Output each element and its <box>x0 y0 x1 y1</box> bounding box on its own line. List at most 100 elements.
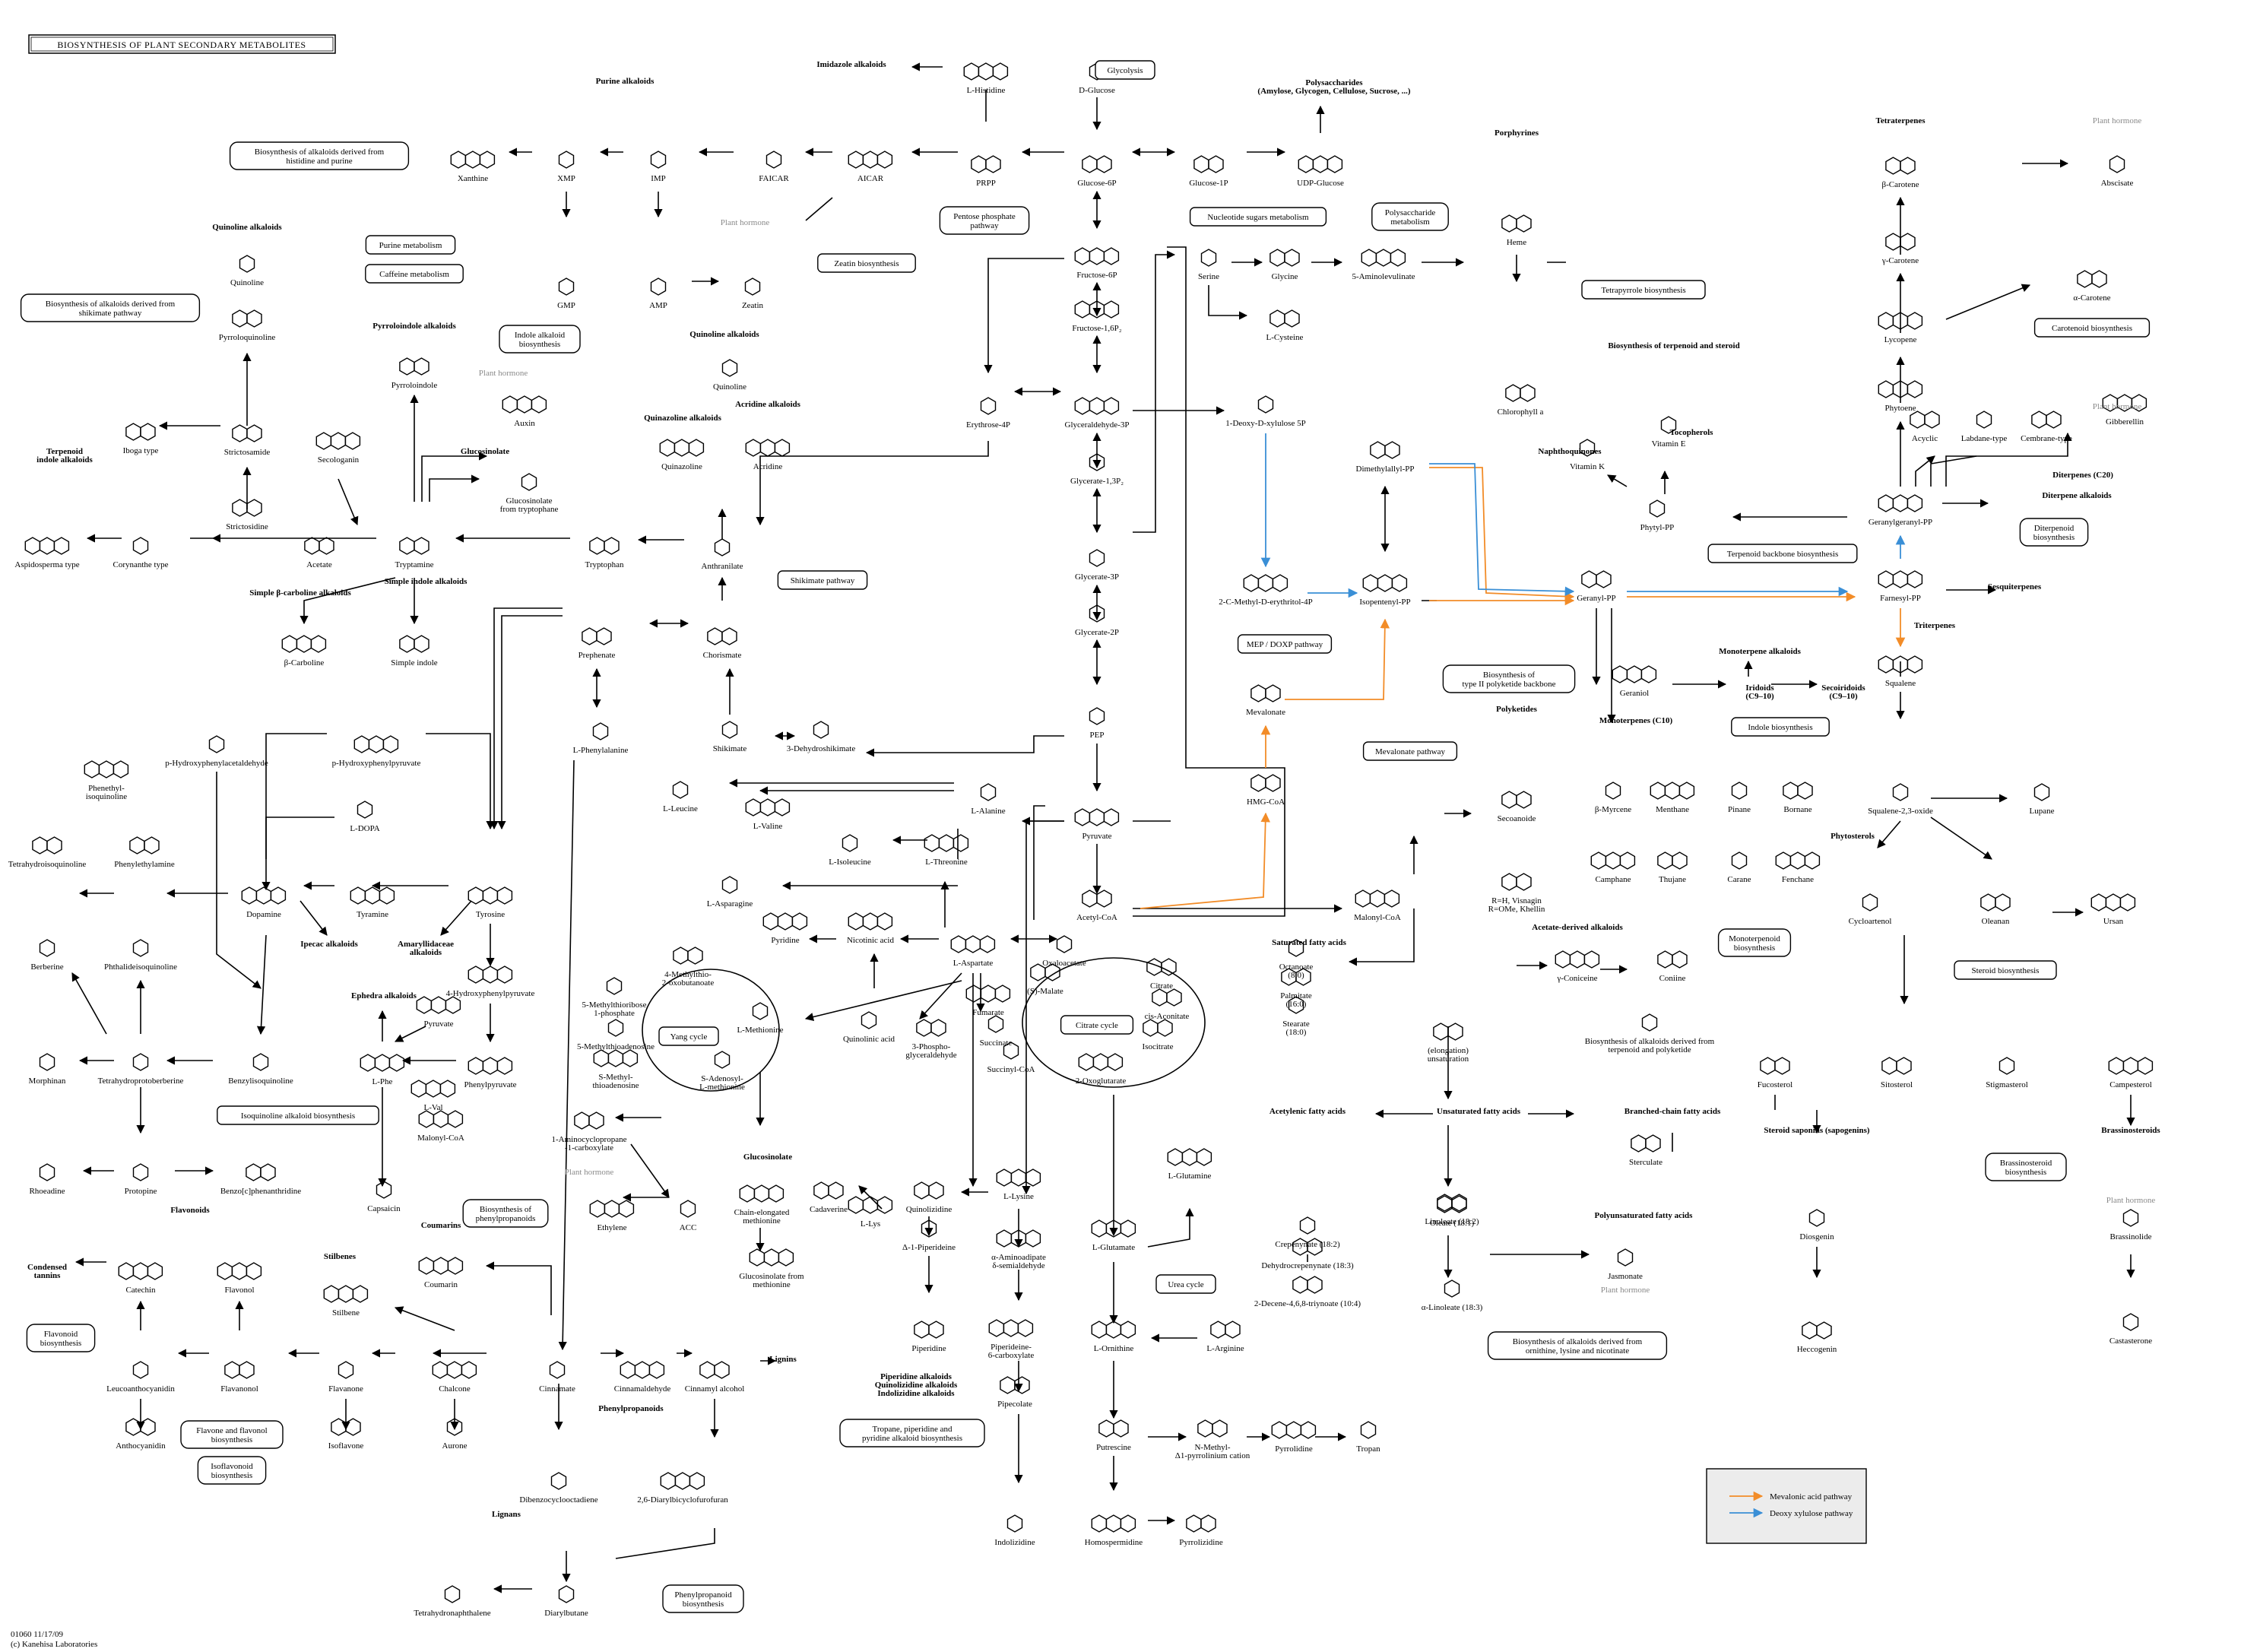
compound-1-deoxy-d-xylulose-5p: 1-Deoxy-D-xylulose 5P <box>1225 419 1305 428</box>
ring-sketch <box>842 834 858 852</box>
compound-fenchane: Fenchane <box>1782 875 1814 884</box>
ring-sketch <box>331 1418 347 1436</box>
pathway-link-shikimate-pathway[interactable]: Shikimate pathway <box>777 570 868 590</box>
ring-sketch <box>1161 958 1177 976</box>
ring-sketch <box>418 1110 435 1128</box>
compound-oxaloacetate: Oxaloacetate <box>1042 959 1086 968</box>
compound-geraniol: Geraniol <box>1620 689 1649 698</box>
ring-sketch <box>2109 155 2125 173</box>
category-flavonoids: Flavonoids <box>170 1206 210 1215</box>
pathway-link-isoquinoline-alkaloid-biosynthesis[interactable]: Isoquinoline alkaloid biosynthesis <box>217 1105 379 1125</box>
pathway-link-mep-doxp-pathway[interactable]: MEP / DOXP pathway <box>1237 634 1333 654</box>
pathway-link-terpenoid-backbone-biosynthesis[interactable]: Terpenoid backbone biosynthesis <box>1707 544 1858 563</box>
category-polyunsaturated-fatty-acids: Polyunsaturated fatty acids <box>1595 1211 1694 1220</box>
compound-octanoate-8-0: Octanoate(8:0) <box>1279 962 1314 980</box>
ring-sketch <box>549 1361 566 1379</box>
ring-sketch <box>1505 384 1521 402</box>
ring-sketch <box>1980 893 1996 912</box>
compound-myrcene: β-Myrcene <box>1595 805 1631 814</box>
ring-sketch <box>707 627 723 645</box>
ring-sketch <box>672 781 689 799</box>
compound-l-dopa: L-DOPA <box>350 824 379 833</box>
compound-2-c-methyl-d-erythritol-4p: 2-C-Methyl-D-erythritol-4P <box>1219 598 1312 607</box>
compound-homospermidine: Homospermidine <box>1085 1538 1143 1547</box>
compound-phytoene: Phytoene <box>1885 404 1916 413</box>
pathway-link-mevalonate-pathway[interactable]: Mevalonate pathway <box>1362 741 1458 761</box>
ring-sketch <box>659 439 676 457</box>
pathway-link-steroid-biosynthesis[interactable]: Steroid biosynthesis <box>1954 960 2057 980</box>
compound-d-glucose: D-Glucose <box>1079 86 1115 95</box>
category-lignins: Lignins <box>769 1355 797 1364</box>
pathway-link-zeatin-biosynthesis[interactable]: Zeatin biosynthesis <box>817 253 916 273</box>
compound-s-methyl-thioadenosine: S-Methyl-thioadenosine <box>592 1073 639 1090</box>
pathway-link-glycolysis[interactable]: Glycolysis <box>1095 60 1155 80</box>
compound-flavanonol: Flavanonol <box>220 1384 258 1394</box>
compound-2-6-diarylbicyclofurofuran: 2,6-Diarylbicyclofurofuran <box>637 1495 728 1505</box>
ring-sketch <box>461 1361 477 1379</box>
compound-dibenzocyclooctadiene: Dibenzocyclooctadiene <box>519 1495 597 1505</box>
compound-geranylgeranyl-pp: Geranylgeranyl-PP <box>1869 518 1932 527</box>
ring-sketch <box>232 309 248 328</box>
ring-sketch <box>1103 397 1120 415</box>
pathway-link-label: Shikimate pathway <box>791 576 855 585</box>
ring-sketch <box>721 876 738 894</box>
compound-5-aminolevulinate: 5-Aminolevulinate <box>1352 272 1415 281</box>
ring-sketch <box>338 1361 354 1379</box>
ring-sketch <box>1885 233 1901 251</box>
ring-sketch <box>558 1585 575 1603</box>
ring-sketch <box>425 1080 442 1098</box>
pathway-link-carotenoid-biosynthesis[interactable]: Carotenoid biosynthesis <box>2033 318 2151 338</box>
ring-sketch <box>357 801 373 819</box>
compound-flavanone: Flavanone <box>328 1384 363 1394</box>
compound-menthane: Menthane <box>1656 805 1689 814</box>
compound-berberine: Berberine <box>30 962 63 972</box>
compound-stigmasterol: Stigmasterol <box>1986 1080 2028 1089</box>
ring-sketch <box>1089 549 1105 567</box>
category-phytosterols: Phytosterols <box>1831 832 1875 841</box>
ring-sketch <box>1649 499 1666 518</box>
pathway-link-yang-cycle[interactable]: Yang cycle <box>658 1026 719 1046</box>
compound-dopamine: Dopamine <box>246 910 281 919</box>
pathway-link-indole-biosynthesis[interactable]: Indole biosynthesis <box>1731 717 1830 737</box>
ring-sketch <box>416 996 433 1014</box>
pathway-link-purine-metabolism[interactable]: Purine metabolism <box>365 235 456 255</box>
pathway-link-citrate-cycle[interactable]: Citrate cycle <box>1060 1015 1134 1035</box>
ring-sketch <box>979 935 996 953</box>
ring-sketch <box>749 1248 765 1267</box>
ring-sketch <box>39 537 55 555</box>
pathway-link-tetrapyrrole-biosynthesis[interactable]: Tetrapyrrole biosynthesis <box>1581 280 1706 300</box>
ring-sketch <box>330 432 347 450</box>
compound-geranyl-pp: Geranyl-PP <box>1577 594 1615 603</box>
compound-hmg-coa: HMG-CoA <box>1247 797 1285 807</box>
pathway-link-urea-cycle[interactable]: Urea cycle <box>1155 1274 1216 1294</box>
ring-sketch <box>1284 249 1300 267</box>
ring-sketch <box>382 735 399 753</box>
pathway-link-nucleotide-sugars-metabolism[interactable]: Nucleotide sugars metabolism <box>1189 207 1327 227</box>
ring-sketch <box>994 985 1011 1003</box>
compound-flavonol: Flavonol <box>224 1286 254 1295</box>
ring-sketch <box>224 1361 240 1379</box>
compound-n-methyl-1-pyrrolinium-cation: N-Methyl-Δ1-pyrrolinium cation <box>1175 1443 1250 1460</box>
pathway-link-caffeine-metabolism[interactable]: Caffeine metabolism <box>365 264 464 284</box>
ring-sketch <box>745 798 762 816</box>
plant-hormone-label: Plant hormone <box>565 1168 614 1177</box>
ring-sketch <box>1250 684 1266 702</box>
